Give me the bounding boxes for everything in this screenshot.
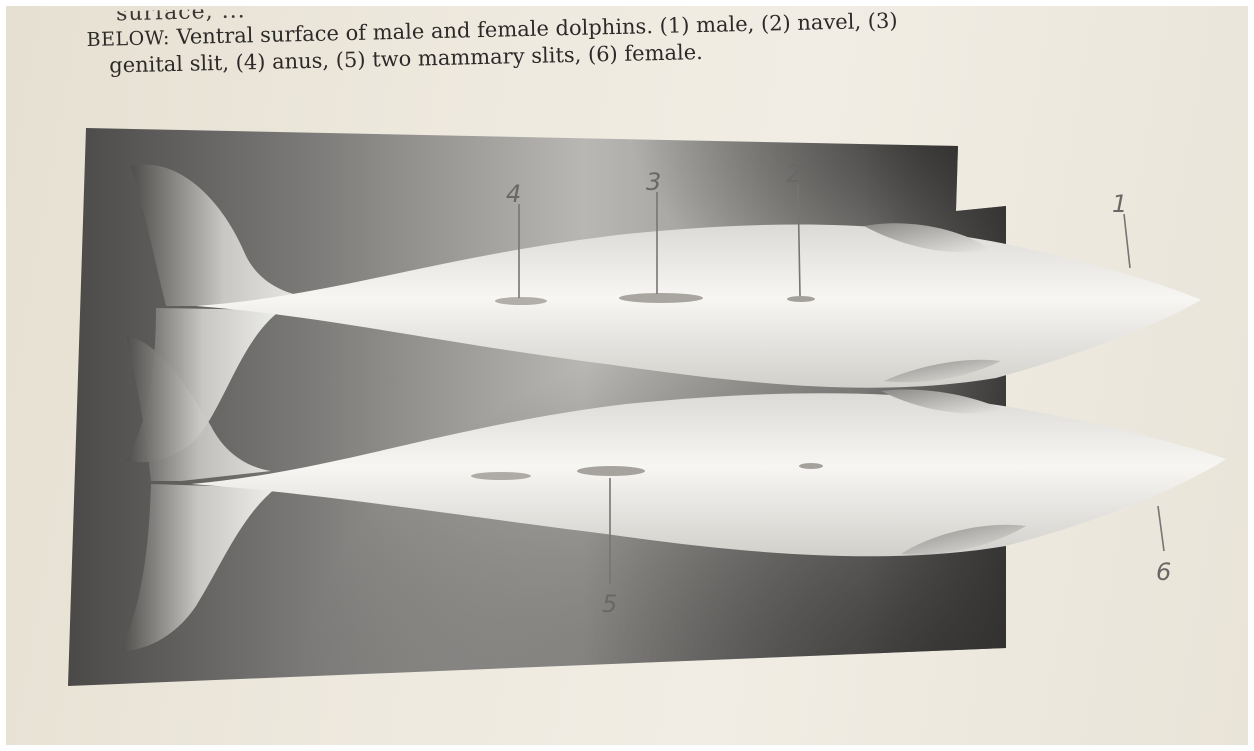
label-2: 2 — [786, 160, 801, 188]
book-page-photo: surface, ... BELOW: Ventral surface of m… — [6, 6, 1248, 745]
male-genital-slit-mark — [619, 293, 703, 303]
label-6: 6 — [1156, 558, 1171, 586]
male-anus-mark — [495, 297, 547, 305]
label-5: 5 — [602, 590, 617, 618]
label-1: 1 — [1112, 190, 1127, 218]
leader-line-6 — [1158, 506, 1164, 551]
leader-line-1 — [1124, 214, 1130, 268]
label-3: 3 — [646, 168, 661, 196]
female-mammary-slit-right — [577, 466, 645, 476]
female-navel-mark — [799, 463, 823, 469]
dolphin-illustration: 4 3 2 1 5 6 — [6, 6, 1248, 745]
label-4: 4 — [506, 180, 521, 208]
female-mammary-slit-left — [471, 472, 531, 480]
male-navel-mark — [787, 296, 815, 302]
